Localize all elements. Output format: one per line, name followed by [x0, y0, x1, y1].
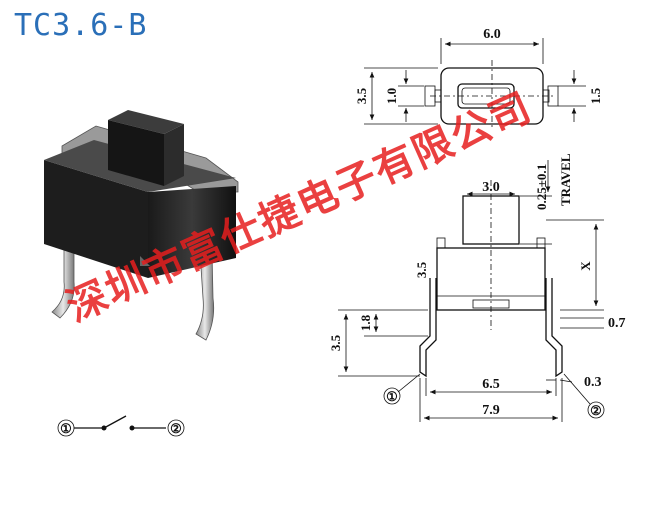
dim-slot-height: 1.0	[384, 88, 399, 104]
switch-schematic: ① ②	[57, 415, 185, 437]
side-view: 3.0 0.25±0.1 TRAVEL X 0.7 3.5	[328, 153, 626, 422]
schematic-pin-2-label: ②	[170, 421, 182, 436]
page-title: TC3.6-B	[14, 8, 148, 43]
dim-pad-height: 1.5	[588, 87, 603, 104]
dim-travel-label: TRAVEL	[558, 153, 573, 206]
dim-travel-value: 0.25±0.1	[534, 164, 549, 210]
switch-photo	[44, 110, 239, 341]
pin-2-label: ②	[590, 403, 602, 418]
dim-lead-spacing: 6.5	[482, 377, 500, 392]
dim-lead-length: 3.5	[328, 334, 343, 351]
dim-top-height: 3.5	[354, 87, 369, 104]
dim-actuator-width: 3.0	[482, 180, 500, 195]
dim-x: X	[578, 261, 593, 271]
dim-lead-thickness: 0.7	[608, 316, 626, 331]
dim-lead-width: 0.3	[584, 375, 602, 390]
dim-lead-step: 1.8	[358, 314, 373, 331]
dim-overall-width: 7.9	[482, 403, 500, 418]
dim-top-width: 6.0	[483, 27, 501, 42]
top-view: 6.0 3.5 1.0 1.5	[354, 27, 603, 130]
pin-1-label: ①	[386, 389, 398, 404]
dim-body-height: 3.5	[414, 261, 429, 278]
schematic-pin-1-label: ①	[60, 421, 72, 436]
